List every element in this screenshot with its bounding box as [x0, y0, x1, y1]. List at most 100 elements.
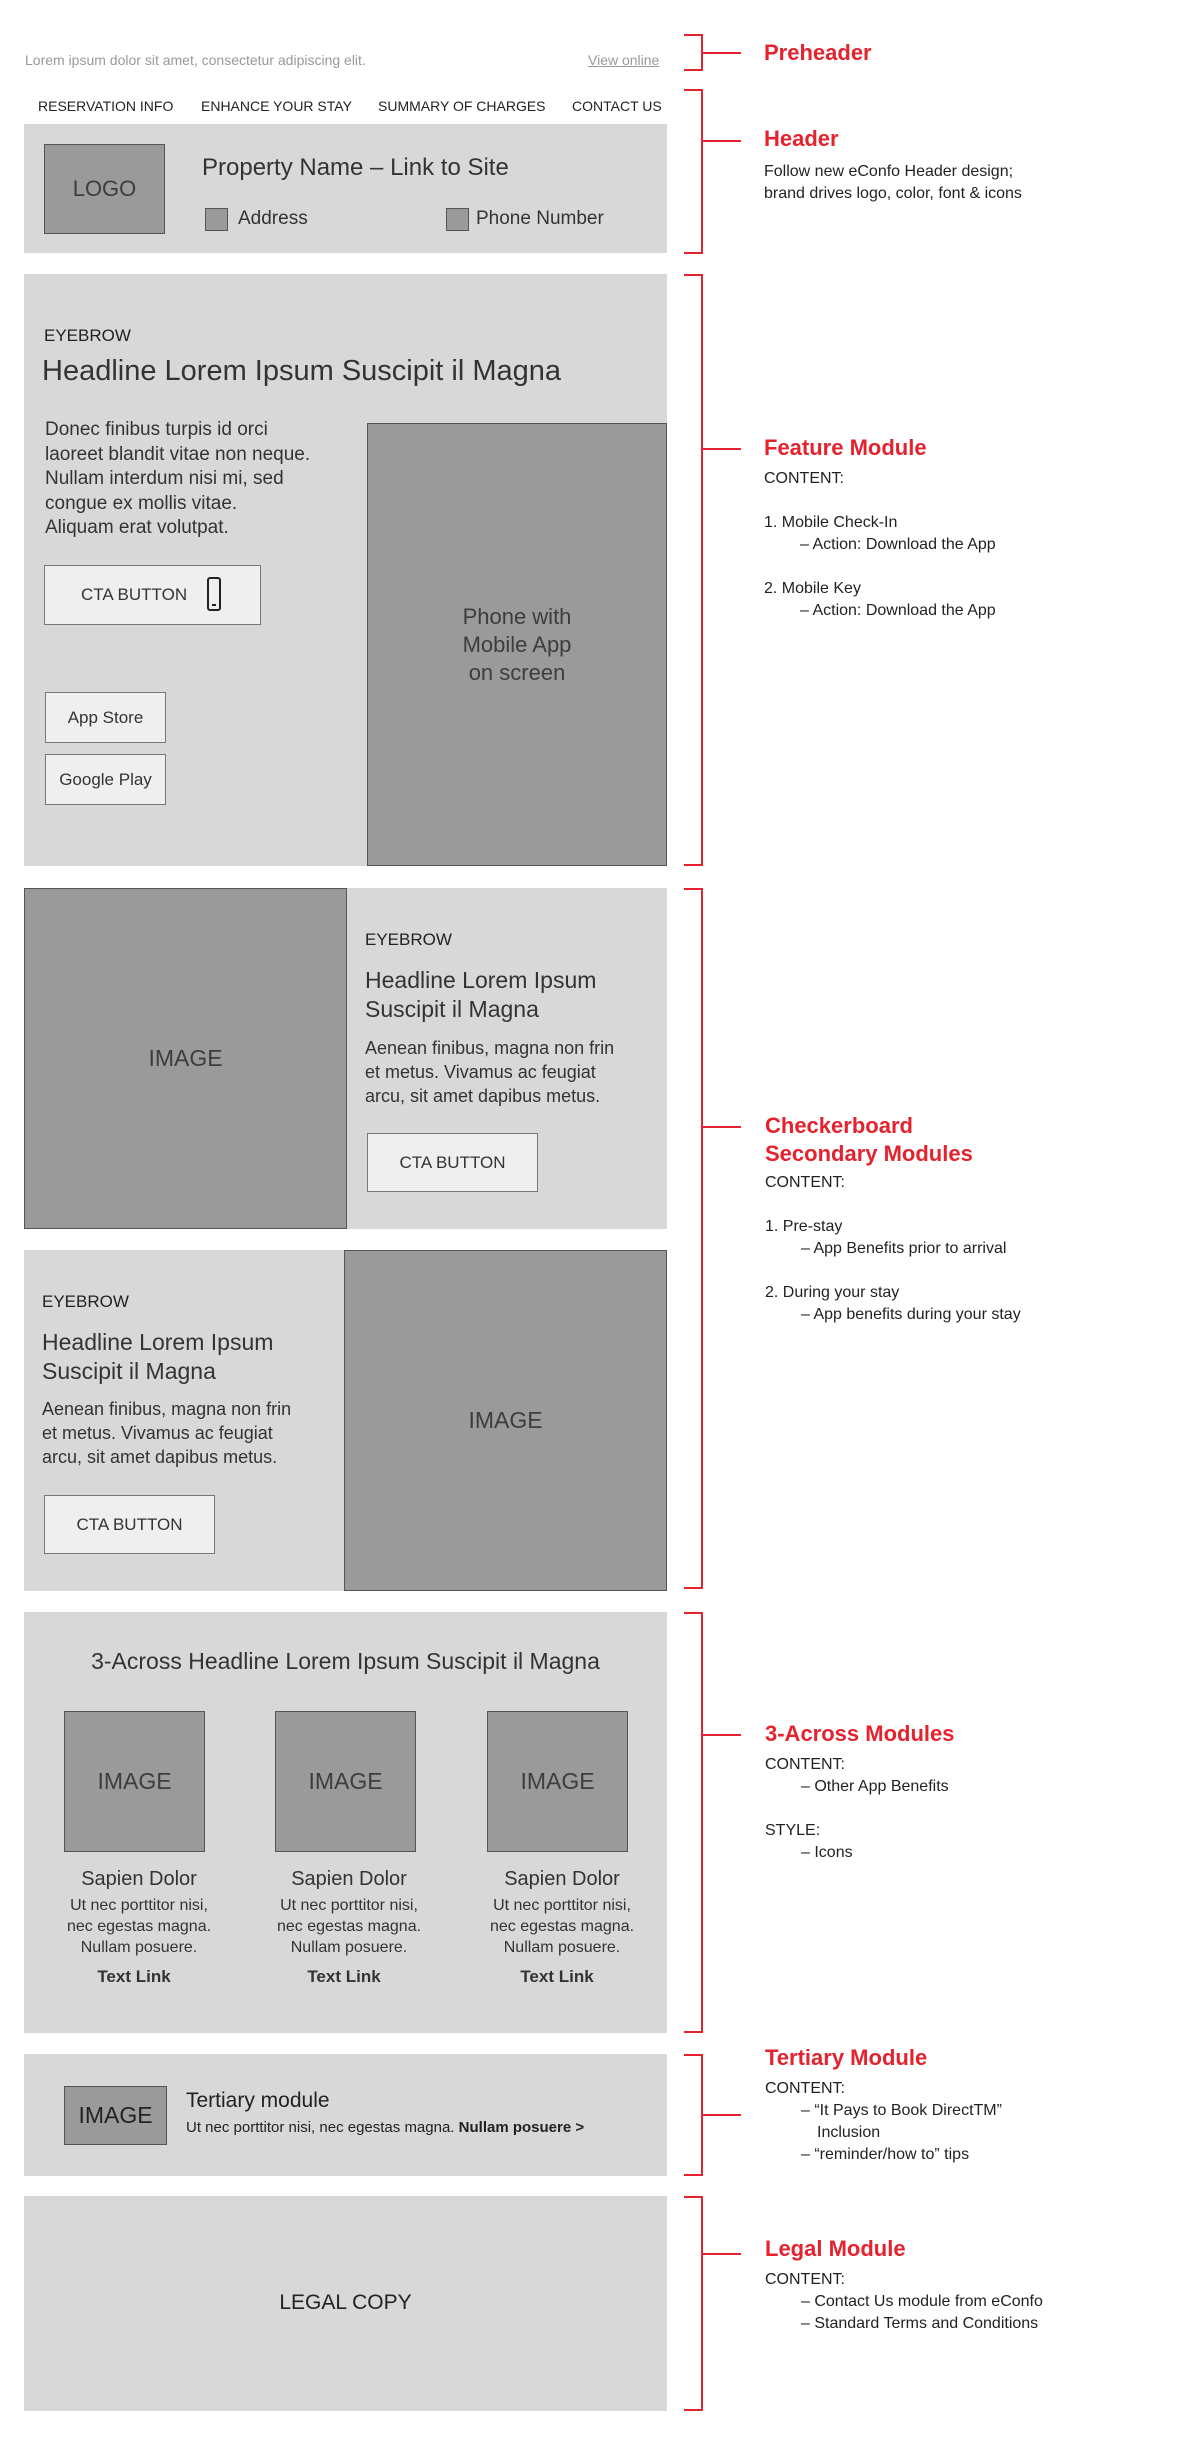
checker2-eyebrow: EYEBROW	[42, 1292, 129, 1311]
feature-cta-button[interactable]: CTA BUTTON	[44, 565, 261, 625]
feature-image-line: Phone with	[462, 603, 572, 629]
three-across-body-line: Nullam posuere.	[80, 1939, 198, 1956]
feature-body-line: Aliquam erat volutpat.	[45, 517, 229, 538]
checker-bracket	[684, 888, 703, 1589]
header-bracket	[684, 89, 703, 254]
three-across-link-3[interactable]: Text Link	[520, 1967, 594, 1986]
annotation-tertiary-subitem: Inclusion	[817, 2124, 881, 2141]
three-across-image-3: IMAGE	[487, 1711, 628, 1852]
tertiary-body-text: Ut nec porttitor nisi, nec egestas magna…	[186, 2119, 455, 2136]
annotation-tertiary-content: CONTENT:	[765, 2080, 845, 2097]
annotation-checker-subitem: – App Benefits prior to arrival	[801, 1240, 1007, 1257]
annotation-header-title: Header	[764, 126, 839, 151]
three-across-title-1: Sapien Dolor	[81, 1868, 197, 1890]
view-online-link[interactable]: View online	[588, 52, 660, 68]
annotation-checker-content: CONTENT:	[765, 1174, 845, 1191]
property-name-link[interactable]: Property Name – Link to Site	[202, 154, 509, 181]
tertiary-body: Ut nec porttitor nisi, nec egestas magna…	[186, 2119, 584, 2136]
annotation-checker: Checkerboard Secondary Modules CONTENT: …	[765, 1112, 1021, 1326]
annotation-three-across-style: STYLE:	[765, 1822, 821, 1839]
three-across-link-1[interactable]: Text Link	[97, 1967, 171, 1986]
annotation-checker-title: Secondary Modules	[765, 1141, 973, 1166]
three-across-body-line: Nullam posuere.	[290, 1939, 408, 1956]
three-across-body-line: nec egestas magna.	[276, 1918, 422, 1935]
checker2-image: IMAGE	[344, 1250, 667, 1591]
feature-image-line: Mobile App	[462, 631, 572, 657]
checker1-body: Aenean finibus, magna non frin et metus.…	[365, 1036, 614, 1108]
three-across-body-2: Ut nec porttitor nisi, nec egestas magna…	[244, 1895, 454, 1958]
annotation-legal-subitem: – Standard Terms and Conditions	[801, 2315, 1039, 2332]
checker1-headline-line: Suscipit il Magna	[365, 996, 539, 1022]
phone-label: Phone Number	[476, 208, 604, 229]
annotation-legal-subitem: – Contact Us module from eConfo	[801, 2293, 1043, 2310]
checker2-body-line: Aenean finibus, magna non frin	[42, 1399, 292, 1419]
annotation-three-across-content: CONTENT:	[765, 1756, 845, 1773]
legal-copy: LEGAL COPY	[279, 2291, 412, 2314]
three-across-body-1: Ut nec porttitor nisi, nec egestas magna…	[34, 1895, 244, 1958]
nav-reservation-info[interactable]: RESERVATION INFO	[38, 98, 174, 114]
annotation-feature-subitem: – Action: Download the App	[800, 602, 996, 619]
annotation-header-line: Follow new eConfo Header design;	[764, 163, 1014, 180]
annotation-three-across-subitem: – Icons	[801, 1844, 853, 1861]
address-label: Address	[238, 208, 308, 229]
three-across-body-line: Nullam posuere.	[503, 1939, 621, 1956]
annotation-feature-item: 2. Mobile Key	[764, 580, 861, 597]
annotation-feature-title: Feature Module	[764, 435, 927, 460]
feature-body: Donec finibus turpis id orci laoreet bla…	[45, 418, 310, 541]
nav-enhance-your-stay[interactable]: ENHANCE YOUR STAY	[201, 98, 352, 114]
three-across-link-2[interactable]: Text Link	[307, 1967, 381, 1986]
annotation-legal-title: Legal Module	[765, 2236, 906, 2261]
annotation-tertiary: Tertiary Module CONTENT: – “It Pays to B…	[765, 2044, 1002, 2166]
legal-panel	[24, 2196, 667, 2411]
tertiary-bracket-tick	[703, 2114, 741, 2116]
feature-body-line: Nullam interdum nisi mi, sed	[45, 468, 284, 489]
checker1-image: IMAGE	[24, 888, 347, 1229]
annotation-tertiary-subitem: – “It Pays to Book DirectTM”	[801, 2102, 1002, 2119]
legal-bracket-tick	[703, 2253, 741, 2255]
checker-bracket-tick	[703, 1126, 741, 1128]
checker1-body-line: arcu, sit amet dapibus metus.	[365, 1086, 601, 1106]
three-across-bracket-tick	[703, 1734, 741, 1736]
nav-contact-us[interactable]: CONTACT US	[572, 98, 662, 114]
three-across-body-line: nec egestas magna.	[66, 1918, 212, 1935]
feature-bracket-tick	[703, 448, 741, 450]
checker2-headline-line: Headline Lorem Ipsum	[42, 1329, 274, 1355]
annotation-header: Header Follow new eConfo Header design; …	[764, 125, 1022, 205]
nav-summary-of-charges[interactable]: SUMMARY OF CHARGES	[378, 98, 546, 114]
feature-cta-label: CTA BUTTON	[81, 585, 188, 604]
tertiary-image: IMAGE	[64, 2086, 167, 2145]
phone-icon	[446, 208, 469, 231]
preheader-text: Lorem ipsum dolor sit amet, consectetur …	[25, 52, 366, 68]
address-icon	[205, 208, 228, 231]
google-play-button[interactable]: Google Play	[45, 754, 166, 805]
header-bracket-tick	[703, 140, 741, 142]
annotation-feature-content: CONTENT:	[764, 470, 844, 487]
three-across-headline: 3-Across Headline Lorem Ipsum Suscipit i…	[91, 1648, 600, 1674]
checker2-cta-button[interactable]: CTA BUTTON	[44, 1495, 215, 1554]
checker1-eyebrow: EYEBROW	[365, 930, 452, 949]
three-across-image-2: IMAGE	[275, 1711, 416, 1852]
checker2-headline-line: Suscipit il Magna	[42, 1358, 216, 1384]
annotation-three-across: 3-Across Modules CONTENT: – Other App Be…	[765, 1720, 955, 1864]
tertiary-link[interactable]: Nullam posuere >	[458, 2119, 585, 2136]
feature-bracket	[684, 274, 703, 866]
checker1-body-line: Aenean finibus, magna non frin	[365, 1038, 615, 1058]
checker1-headline-line: Headline Lorem Ipsum	[365, 967, 597, 993]
checker1-headline: Headline Lorem Ipsum Suscipit il Magna	[365, 966, 596, 1024]
three-across-title-3: Sapien Dolor	[504, 1868, 620, 1890]
checker1-cta-button[interactable]: CTA BUTTON	[367, 1133, 538, 1192]
checker2-headline: Headline Lorem Ipsum Suscipit il Magna	[42, 1328, 273, 1386]
feature-body-line: congue ex mollis vitae.	[45, 492, 238, 514]
annotation-feature: Feature Module CONTENT: 1. Mobile Check-…	[764, 434, 996, 622]
annotation-feature-item: 1. Mobile Check-In	[764, 514, 898, 531]
checker2-body-line: arcu, sit amet dapibus metus.	[42, 1447, 278, 1467]
legal-bracket	[684, 2196, 703, 2411]
app-store-button[interactable]: App Store	[45, 692, 166, 743]
tertiary-bracket	[684, 2054, 703, 2176]
preheader-bracket	[684, 34, 703, 71]
three-across-image-1: IMAGE	[64, 1711, 205, 1852]
three-across-title-2: Sapien Dolor	[291, 1868, 407, 1890]
feature-eyebrow: EYEBROW	[44, 326, 131, 345]
feature-body-line: Donec finibus turpis id orci	[45, 419, 268, 440]
logo[interactable]: LOGO	[44, 144, 165, 234]
